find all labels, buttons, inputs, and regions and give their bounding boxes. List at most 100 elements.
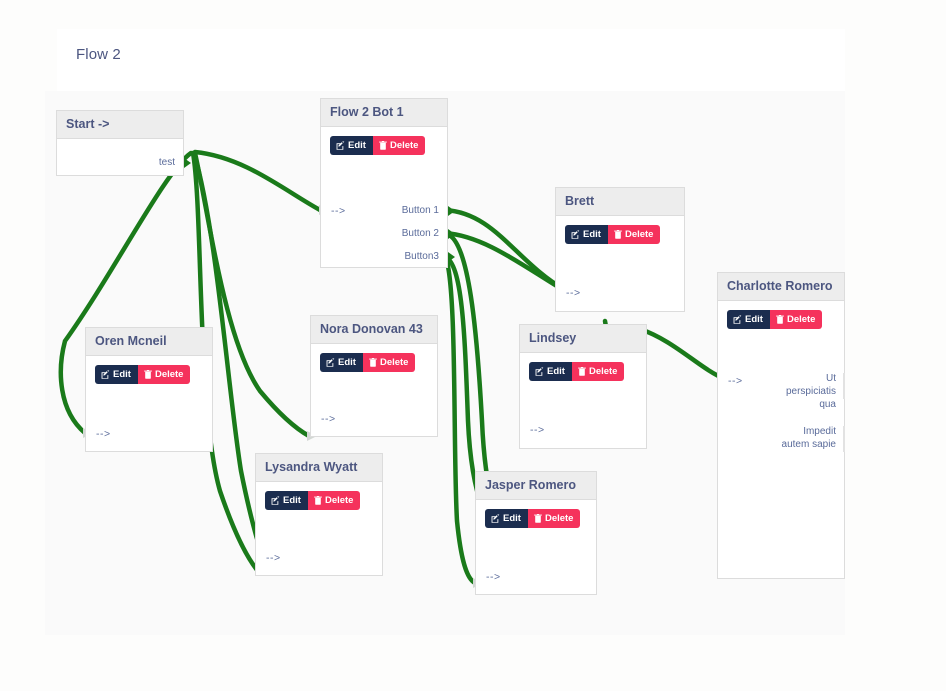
node-body: Edit Delete --> xyxy=(311,344,437,437)
edit-button[interactable]: Edit xyxy=(485,509,528,528)
node-flow-2-bot-1[interactable]: Flow 2 Bot 1 Edit xyxy=(320,98,455,268)
edit-button[interactable]: Edit xyxy=(565,225,608,244)
node-body: Edit Delete --> xyxy=(256,482,382,576)
node-title: Start -> xyxy=(57,111,183,139)
node-action-buttons: Edit Delete xyxy=(265,491,361,510)
input-port-label[interactable]: --> xyxy=(266,552,281,564)
node-lindsey[interactable]: Lindsey Edit De xyxy=(519,324,647,449)
output-port-test[interactable]: test xyxy=(158,157,175,168)
edit-button[interactable]: Edit xyxy=(95,365,138,384)
output-connector-icon[interactable] xyxy=(184,158,191,168)
trash-icon xyxy=(534,514,542,523)
node-body: Edit Delete --> xyxy=(520,353,646,449)
delete-button-label: Delete xyxy=(786,314,816,325)
node-charlotte-romero[interactable]: Charlotte Romero Edit xyxy=(717,272,845,579)
edit-button[interactable]: Edit xyxy=(529,362,572,381)
input-port-label[interactable]: --> xyxy=(530,424,545,436)
page-title: Flow 2 xyxy=(76,46,121,63)
input-port-label[interactable]: --> xyxy=(728,375,743,387)
node-action-buttons: Edit Delete xyxy=(320,353,416,372)
delete-button[interactable]: Delete xyxy=(372,136,426,155)
output-connector-icon[interactable] xyxy=(843,426,845,452)
input-port-label[interactable]: --> xyxy=(486,571,501,583)
node-nora-donovan-43[interactable]: Nora Donovan 43 Edit xyxy=(310,315,438,437)
node-action-buttons: Edit Delete xyxy=(485,509,581,528)
node-action-buttons: Edit Delete xyxy=(330,136,426,155)
input-port-label[interactable]: --> xyxy=(331,205,346,217)
node-body: test xyxy=(57,139,191,176)
output-connector-icon[interactable] xyxy=(448,206,455,216)
node-brett[interactable]: Brett Edit Dele xyxy=(555,187,685,312)
output-port-button3[interactable]: Button3 xyxy=(404,251,439,262)
edit-button-label: Edit xyxy=(745,314,763,325)
edit-icon xyxy=(491,514,500,523)
output-port-ut-perspiciatis-qua[interactable]: Ut perspiciatis qua xyxy=(785,373,836,410)
flow-canvas[interactable]: Start -> test Flow 2 Bot 1 Edit xyxy=(45,91,845,635)
trash-icon xyxy=(614,230,622,239)
edit-button-label: Edit xyxy=(283,495,301,506)
output-connector-icon[interactable] xyxy=(448,252,455,262)
delete-button-label: Delete xyxy=(544,513,574,524)
node-title: Jasper Romero xyxy=(476,472,596,500)
edit-button[interactable]: Edit xyxy=(320,353,363,372)
delete-button[interactable]: Delete xyxy=(307,491,361,510)
output-port-button-2[interactable]: Button 2 xyxy=(401,228,439,239)
delete-button-label: Delete xyxy=(624,229,654,240)
delete-button[interactable]: Delete xyxy=(769,310,823,329)
output-port-impedit-autem-sapie[interactable]: Impedit autem sapie xyxy=(781,426,836,450)
delete-button-label: Delete xyxy=(389,140,419,151)
node-start[interactable]: Start -> test xyxy=(56,110,191,176)
delete-button[interactable]: Delete xyxy=(527,509,581,528)
edit-button-label: Edit xyxy=(113,369,131,380)
node-body: Edit Delete --> xyxy=(86,356,212,452)
edit-button[interactable]: Edit xyxy=(265,491,308,510)
edit-icon xyxy=(101,370,110,379)
edit-icon xyxy=(336,141,345,150)
edit-button-label: Edit xyxy=(348,140,366,151)
output-connector-icon[interactable] xyxy=(843,373,845,399)
node-title: Nora Donovan 43 xyxy=(311,316,437,344)
node-oren-mcneil[interactable]: Oren Mcneil Edit xyxy=(85,327,213,452)
node-title: Oren Mcneil xyxy=(86,328,212,356)
edit-icon xyxy=(571,230,580,239)
delete-button[interactable]: Delete xyxy=(607,225,661,244)
output-connector-icon[interactable] xyxy=(448,229,455,239)
edit-icon xyxy=(733,315,742,324)
input-port-label[interactable]: --> xyxy=(321,413,336,425)
input-port-label[interactable]: --> xyxy=(96,428,111,440)
edit-button[interactable]: Edit xyxy=(330,136,373,155)
node-title: Brett xyxy=(556,188,684,216)
trash-icon xyxy=(369,358,377,367)
delete-button[interactable]: Delete xyxy=(362,353,416,372)
output-port-button-1[interactable]: Button 1 xyxy=(401,205,439,216)
trash-icon xyxy=(578,367,586,376)
node-body: Edit Delete --> xyxy=(556,216,684,312)
node-title: Flow 2 Bot 1 xyxy=(321,99,447,127)
delete-button[interactable]: Delete xyxy=(571,362,625,381)
node-title: Lindsey xyxy=(520,325,646,353)
node-body: Edit Delete --> Ut perspiciatis qua Impe… xyxy=(718,301,845,579)
trash-icon xyxy=(144,370,152,379)
node-action-buttons: Edit Delete xyxy=(95,365,191,384)
delete-button-label: Delete xyxy=(588,366,618,377)
delete-button-label: Delete xyxy=(379,357,409,368)
delete-button[interactable]: Delete xyxy=(137,365,191,384)
flow-header-card: Flow 2 xyxy=(57,29,845,91)
edit-icon xyxy=(535,367,544,376)
trash-icon xyxy=(379,141,387,150)
node-action-buttons: Edit Delete xyxy=(565,225,661,244)
node-jasper-romero[interactable]: Jasper Romero Edit xyxy=(475,471,597,595)
delete-button-label: Delete xyxy=(324,495,354,506)
node-body: Edit Delete --> Button 1 Button 2 Button xyxy=(321,127,455,268)
trash-icon xyxy=(314,496,322,505)
input-port-label[interactable]: --> xyxy=(566,287,581,299)
edit-icon xyxy=(326,358,335,367)
edit-button-label: Edit xyxy=(503,513,521,524)
node-lysandra-wyatt[interactable]: Lysandra Wyatt Edit xyxy=(255,453,383,576)
edit-button-label: Edit xyxy=(338,357,356,368)
edit-button-label: Edit xyxy=(547,366,565,377)
edit-button[interactable]: Edit xyxy=(727,310,770,329)
edit-icon xyxy=(271,496,280,505)
node-title: Charlotte Romero xyxy=(718,273,844,301)
